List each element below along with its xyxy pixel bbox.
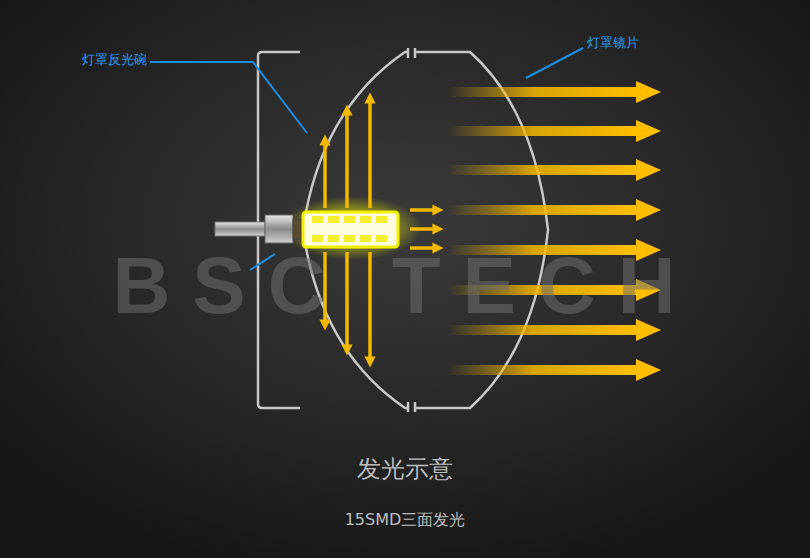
beam-head [636,120,661,142]
beam-shaft [448,87,638,97]
beam-arrow [448,199,661,221]
light-arrow [345,110,349,208]
beam-shaft [448,365,638,375]
beam-shaft [448,165,638,175]
diagram-caption: 15SMD三面发光 [345,510,466,529]
led-chip [376,216,387,223]
part-label: 灯罩反光碗 [82,52,147,68]
beam-arrow [448,81,661,103]
led-chip [344,235,355,242]
led-chip [312,216,323,223]
bulb-collar [265,215,293,243]
part-label: 灯罩镜片 [587,35,639,51]
watermark: BSC TECH [113,238,698,334]
led-chip [328,235,339,242]
beam-arrow [448,120,661,142]
led-chip [360,235,371,242]
bulb-base [215,222,265,236]
led-chip [312,235,323,242]
light-arrow [410,208,438,212]
light-arrow [410,227,438,231]
beam-head [636,81,661,103]
beam-shaft [448,126,638,136]
light-arrow [368,98,372,208]
leader-line [526,48,583,78]
beam-arrow [448,359,661,381]
beam-arrows [448,81,661,381]
led-chip [328,216,339,223]
led-chips [312,216,387,242]
leader-line [150,62,307,133]
led-chip [376,235,387,242]
diagram-title: 发光示意 [357,455,453,484]
beam-head [636,199,661,221]
light-arrow [323,140,327,208]
beam-shaft [448,205,638,215]
led-chip [360,216,371,223]
beam-head [636,359,661,381]
led-chip [344,216,355,223]
beam-arrow [448,159,661,181]
beam-head [636,159,661,181]
reflector-bowl [303,52,408,408]
